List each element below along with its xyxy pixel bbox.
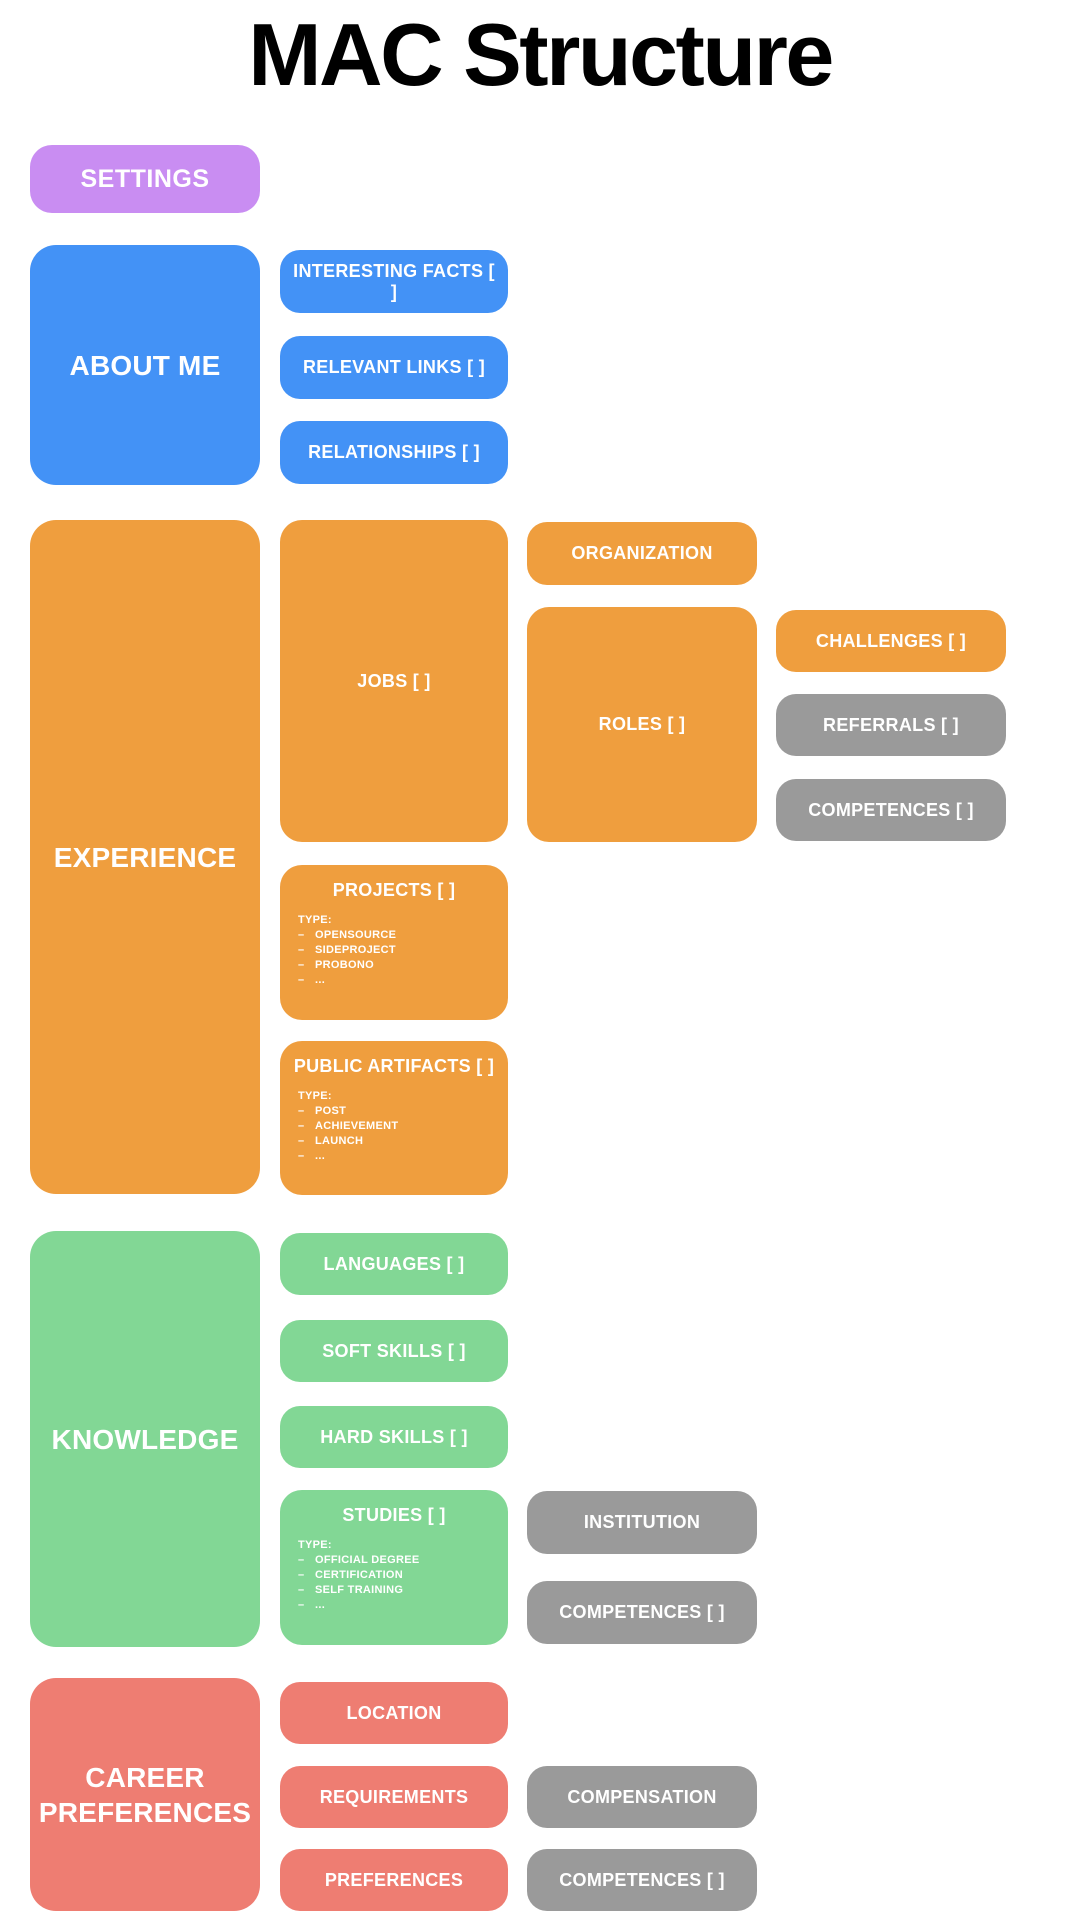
projects-label: PROJECTS [ ] (332, 880, 456, 900)
public-artifacts-type-list: TYPE: POST ACHIEVEMENT LAUNCH ... (280, 1089, 508, 1164)
relevant-links-box: RELEVANT LINKS [ ] (280, 336, 508, 399)
studies-box: STUDIES [ ] TYPE: OFFICIAL DEGREE CERTIF… (280, 1490, 508, 1645)
type-item: ... (298, 1598, 508, 1613)
roles-box: ROLES [ ] (527, 607, 757, 842)
career-preferences-label: CAREER PREFERENCES (38, 1761, 252, 1828)
type-item-text: ACHIEVEMENT (315, 1120, 399, 1132)
type-item-text: OPENSOURCE (315, 929, 397, 941)
challenges-label: CHALLENGES [ ] (815, 630, 967, 651)
referrals-label: REFERRALS [ ] (823, 714, 959, 735)
type-item-text: SELF TRAINING (315, 1584, 404, 1596)
settings-label: SETTINGS (80, 164, 210, 193)
type-item-text: CERTIFICATION (315, 1569, 404, 1581)
relationships-box: RELATIONSHIPS [ ] (280, 421, 508, 484)
experience-box: EXPERIENCE (30, 520, 260, 1194)
type-item-text: ... (315, 1599, 326, 1611)
knowledge-label: KNOWLEDGE (51, 1423, 239, 1455)
type-item: CERTIFICATION (298, 1568, 508, 1583)
requirements-box: REQUIREMENTS (280, 1766, 508, 1828)
type-item: ... (298, 973, 508, 988)
about-me-box: ABOUT ME (30, 245, 260, 485)
type-item: OFFICIAL DEGREE (298, 1553, 508, 1568)
organization-box: ORGANIZATION (527, 522, 757, 585)
soft-skills-box: SOFT SKILLS [ ] (280, 1320, 508, 1382)
type-label: TYPE: (298, 1539, 332, 1551)
career-competences-label: COMPETENCES [ ] (559, 1869, 725, 1890)
requirements-label: REQUIREMENTS (319, 1786, 469, 1807)
projects-type-list: TYPE: OPENSOURCE SIDEPROJECT PROBONO ... (280, 913, 508, 988)
type-item-text: LAUNCH (315, 1135, 364, 1147)
type-label: TYPE: (298, 1090, 332, 1102)
relationships-label: RELATIONSHIPS [ ] (308, 442, 480, 462)
jobs-box: JOBS [ ] (280, 520, 508, 842)
type-item-text: SIDEPROJECT (315, 944, 396, 956)
type-label: TYPE: (298, 914, 332, 926)
experience-competences-box: COMPETENCES [ ] (776, 779, 1006, 841)
type-item-text: PROBONO (315, 959, 374, 971)
type-item-text: ... (315, 1150, 326, 1162)
type-item: SELF TRAINING (298, 1583, 508, 1598)
public-artifacts-box: PUBLIC ARTIFACTS [ ] TYPE: POST ACHIEVEM… (280, 1041, 508, 1195)
projects-box: PROJECTS [ ] TYPE: OPENSOURCE SIDEPROJEC… (280, 865, 508, 1020)
location-box: LOCATION (280, 1682, 508, 1744)
career-preferences-box: CAREER PREFERENCES (30, 1678, 260, 1911)
challenges-box: CHALLENGES [ ] (776, 610, 1006, 672)
public-artifacts-label: PUBLIC ARTIFACTS [ ] (293, 1056, 495, 1076)
hard-skills-box: HARD SKILLS [ ] (280, 1406, 508, 1468)
about-me-label: ABOUT ME (69, 349, 221, 381)
page-title: MAC Structure (248, 5, 834, 104)
type-item: SIDEPROJECT (298, 943, 508, 958)
languages-label: LANGUAGES [ ] (323, 1253, 465, 1274)
career-competences-box: COMPETENCES [ ] (527, 1849, 757, 1911)
relevant-links-label: RELEVANT LINKS [ ] (302, 357, 486, 377)
type-item-text: POST (315, 1105, 347, 1117)
referrals-box: REFERRALS [ ] (776, 694, 1006, 756)
roles-label: ROLES [ ] (598, 714, 686, 734)
studies-type-list: TYPE: OFFICIAL DEGREE CERTIFICATION SELF… (280, 1538, 508, 1613)
knowledge-box: KNOWLEDGE (30, 1231, 260, 1647)
soft-skills-label: SOFT SKILLS [ ] (322, 1340, 466, 1361)
type-item: OPENSOURCE (298, 928, 508, 943)
type-item: ... (298, 1149, 508, 1164)
interesting-facts-label: INTERESTING FACTS [ ] (293, 260, 495, 302)
type-item: LAUNCH (298, 1134, 508, 1149)
preferences-label: PREFERENCES (324, 1869, 464, 1890)
type-item: PROBONO (298, 958, 508, 973)
compensation-box: COMPENSATION (527, 1766, 757, 1828)
institution-box: INSTITUTION (527, 1491, 757, 1554)
experience-label: EXPERIENCE (53, 841, 237, 873)
type-item-text: OFFICIAL DEGREE (315, 1554, 420, 1566)
settings-box: SETTINGS (30, 145, 260, 213)
preferences-box: PREFERENCES (280, 1849, 508, 1911)
studies-label: STUDIES [ ] (342, 1505, 446, 1525)
jobs-label: JOBS [ ] (357, 670, 431, 691)
type-item-text: ... (315, 974, 326, 986)
location-label: LOCATION (346, 1702, 442, 1723)
interesting-facts-box: INTERESTING FACTS [ ] (280, 250, 508, 313)
compensation-label: COMPENSATION (567, 1786, 717, 1807)
type-item: POST (298, 1104, 508, 1119)
experience-competences-label: COMPETENCES [ ] (808, 799, 974, 820)
knowledge-competences-box: COMPETENCES [ ] (527, 1581, 757, 1644)
hard-skills-label: HARD SKILLS [ ] (320, 1426, 468, 1447)
organization-label: ORGANIZATION (571, 543, 713, 563)
institution-label: INSTITUTION (583, 1512, 701, 1532)
type-item: ACHIEVEMENT (298, 1119, 508, 1134)
knowledge-competences-label: COMPETENCES [ ] (559, 1602, 725, 1622)
languages-box: LANGUAGES [ ] (280, 1233, 508, 1295)
